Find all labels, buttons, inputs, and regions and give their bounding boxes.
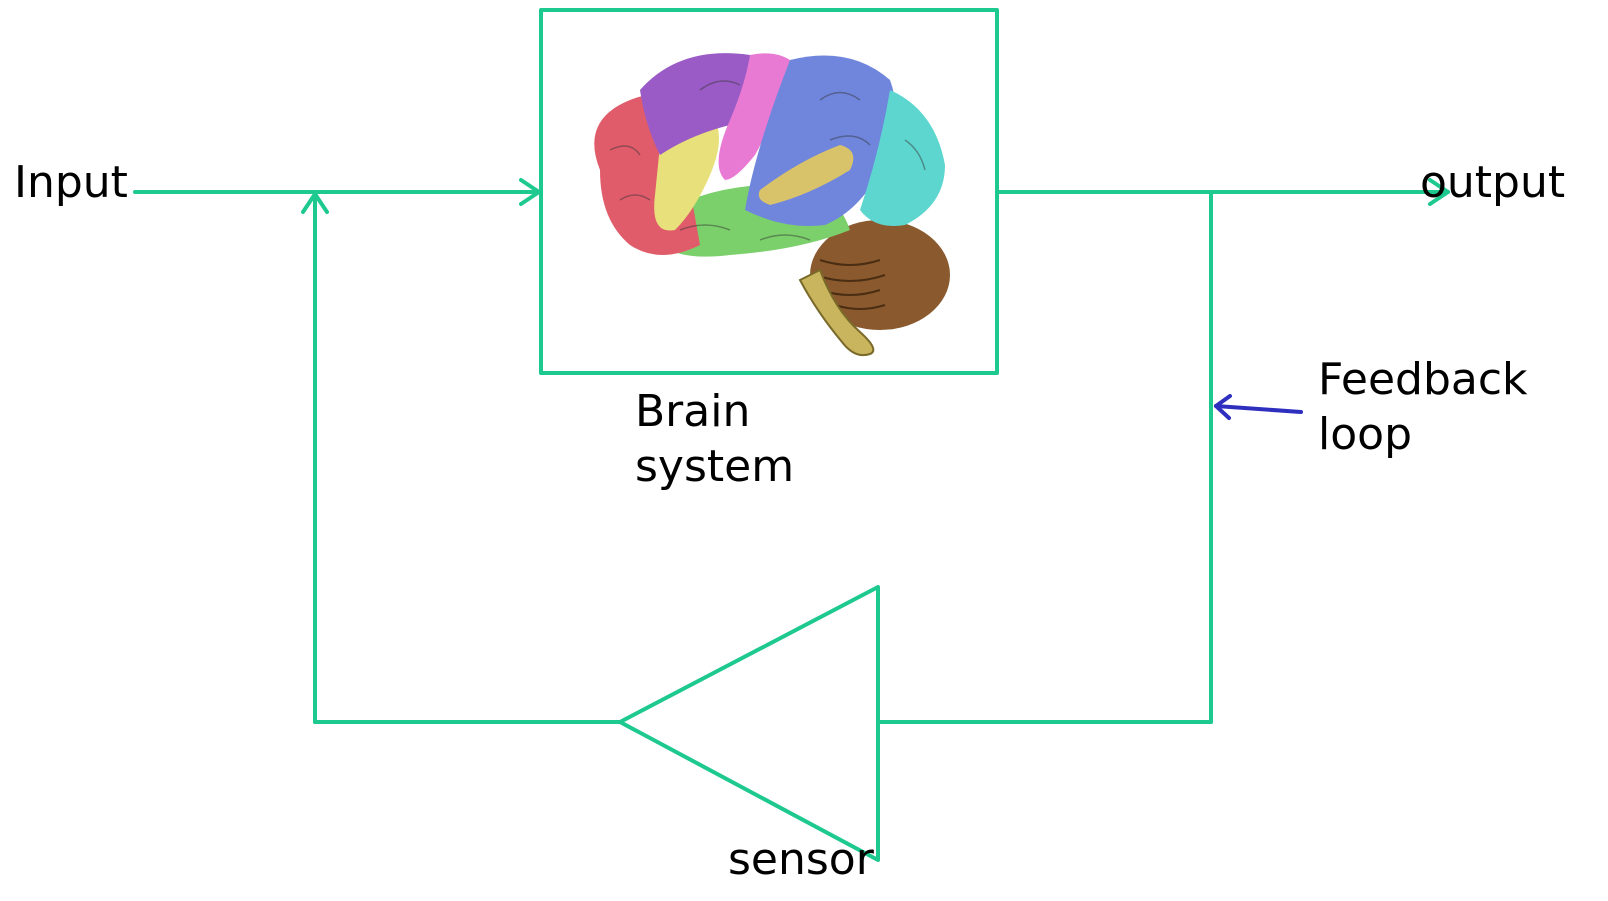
input-label: Input [14,157,128,208]
sensor-triangle-icon [618,585,880,862]
brain-system-label: Brain system [635,384,794,494]
output-label: output [1420,157,1566,208]
output-arrowhead [1428,178,1450,206]
brain-icon [594,53,950,357]
feedback-label-line1: Feedback [1318,354,1528,405]
brain-label-line2: system [635,441,795,492]
feedback-pointer-line [1214,404,1303,414]
brain-system-box [539,8,999,375]
sensor-label: sensor [728,834,874,885]
feedback-loop-label: Feedback loop [1318,352,1528,462]
feedback-pointer-arrowhead [1214,394,1232,420]
feedback-label-line2: loop [1318,409,1412,460]
input-arrowhead [519,178,541,206]
feedback-arrowhead [301,192,329,214]
brain-label-line1: Brain [635,386,751,437]
